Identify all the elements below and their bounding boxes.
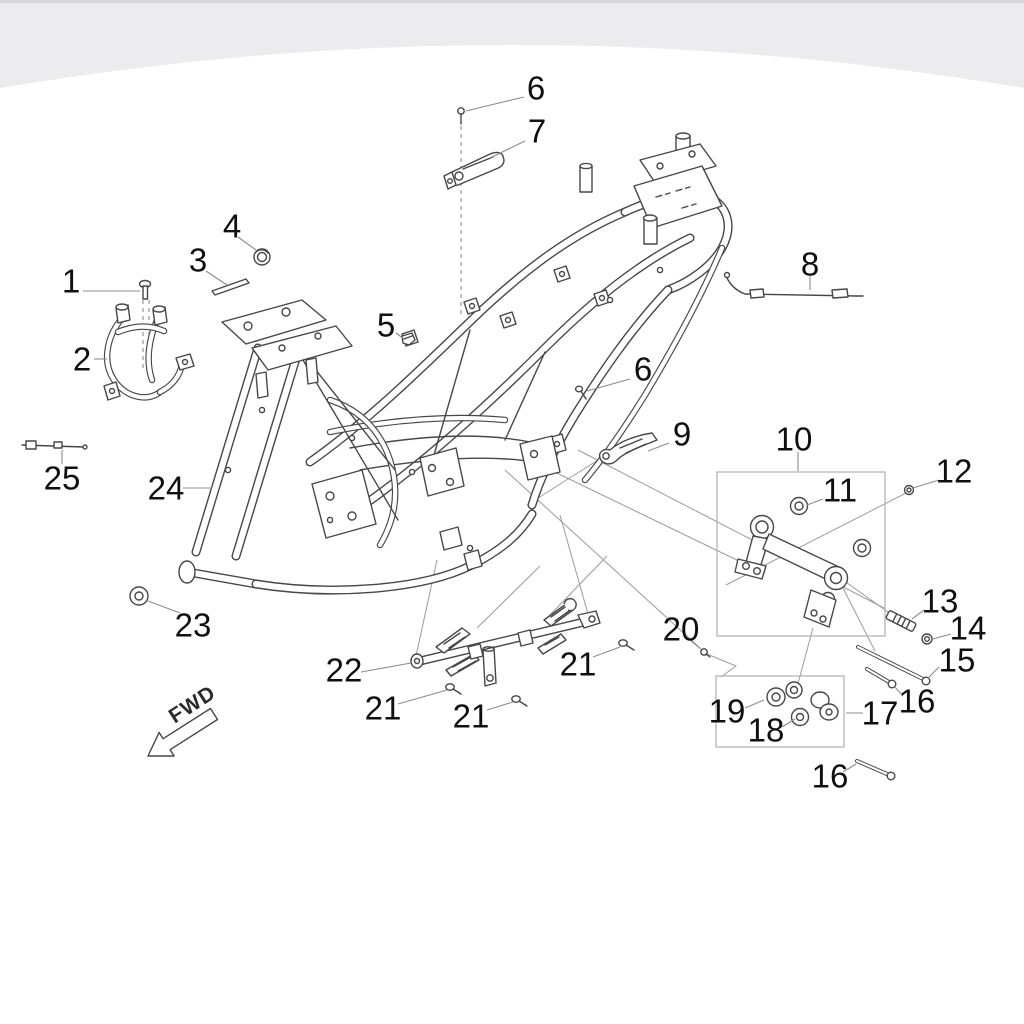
leader-callout-23 — [147, 600, 181, 614]
callout-21-b: 21 — [453, 698, 490, 735]
part-bushing-set-box — [715, 675, 845, 748]
callout-4: 4 — [223, 208, 241, 245]
leader-callout-9 — [647, 442, 670, 452]
part-screw-6-frame — [574, 385, 587, 400]
callout-5: 5 — [377, 307, 395, 344]
callout-2: 2 — [73, 341, 91, 378]
leader-callout-4 — [237, 236, 257, 251]
part-footrest-bar — [410, 597, 601, 687]
callout-7: 7 — [528, 113, 546, 150]
callout-6-a: 6 — [527, 70, 545, 107]
leader-callout-16-a — [893, 685, 904, 697]
leader-callout-18 — [781, 718, 796, 728]
leader-callout-21-a — [397, 689, 448, 705]
callout-12: 12 — [936, 453, 973, 490]
leader-callout-14 — [932, 633, 952, 640]
leader-callout-6-a — [465, 96, 525, 112]
callout-9: 9 — [673, 416, 691, 453]
callout-16-a: 16 — [899, 683, 936, 720]
callout-11: 11 — [823, 472, 857, 509]
leader-callout-21-b — [486, 701, 514, 711]
callout-15: 15 — [939, 642, 976, 679]
leader-callout-21-c — [592, 646, 621, 658]
leader-callout-11 — [806, 498, 824, 506]
callout-24: 24 — [148, 470, 185, 507]
leader-callout-16-b — [842, 763, 857, 773]
part-washer-12 — [903, 484, 915, 496]
part-screw-20 — [700, 648, 711, 658]
part-clip-5 — [401, 332, 416, 346]
callout-18: 18 — [748, 712, 785, 749]
part-bolt-13 — [885, 610, 917, 632]
part-stand-9 — [598, 432, 658, 465]
part-washer-23 — [129, 586, 149, 606]
part-screw-6-top — [457, 107, 465, 125]
callout-17: 17 — [862, 695, 899, 732]
assembly-lines — [142, 126, 909, 688]
fwd-arrow: FWD — [147, 681, 220, 757]
part-bolt-16-lower — [855, 759, 896, 781]
callout-1: 1 — [62, 263, 80, 300]
part-bracket-7 — [443, 151, 505, 190]
callout-22: 22 — [326, 652, 363, 689]
callout-20: 20 — [663, 611, 700, 648]
part-bolt-16-upper — [865, 667, 897, 689]
callout-8: 8 — [801, 246, 819, 283]
callout-10: 10 — [776, 421, 813, 458]
callout-16-b: 16 — [812, 758, 849, 795]
part-rod-15 — [856, 645, 931, 686]
part-frame-body — [178, 132, 733, 595]
callout-13: 13 — [922, 583, 959, 620]
part-bolt-1 — [138, 279, 152, 300]
part-bolt-21-c — [618, 639, 635, 651]
part-grommet-4 — [253, 248, 271, 266]
callout-23: 23 — [175, 607, 212, 644]
callout-21-a: 21 — [365, 690, 402, 727]
part-front-guard — [103, 303, 195, 401]
callout-14: 14 — [950, 610, 987, 647]
header-band — [0, 0, 1024, 88]
leader-callout-6-b — [586, 378, 631, 392]
leader-callout-12 — [912, 479, 940, 489]
leader-callout-20 — [690, 640, 702, 650]
leader-callout-19 — [744, 699, 765, 709]
leader-callout-3 — [205, 270, 228, 286]
leader-callout-22 — [360, 662, 412, 673]
callout-25: 25 — [44, 460, 81, 497]
callout-21-c: 21 — [560, 646, 597, 683]
callout-19: 19 — [709, 693, 746, 730]
callout-3: 3 — [189, 242, 207, 279]
part-nut-14 — [921, 633, 933, 645]
part-link-group-box — [716, 471, 886, 637]
part-bolt-21-b — [511, 695, 528, 707]
leader-callout-15 — [927, 666, 940, 679]
leader-callout-7 — [489, 140, 526, 159]
part-cable-25 — [21, 440, 88, 450]
part-strip-3 — [211, 278, 250, 296]
leader-callout-13 — [911, 609, 925, 620]
part-cable-8 — [723, 271, 864, 299]
part-bolt-21-a — [445, 683, 462, 695]
leader-callout-5 — [395, 332, 405, 340]
callout-6-b: 6 — [634, 351, 652, 388]
